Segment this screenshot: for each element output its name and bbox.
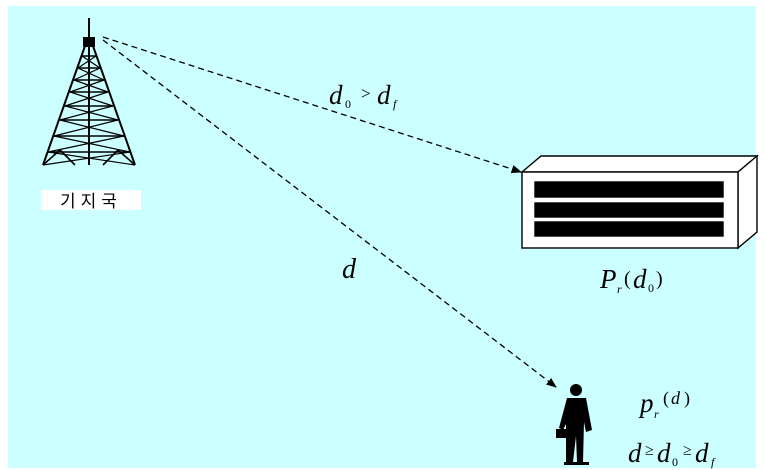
svg-text:≥: ≥ [683, 442, 692, 459]
svg-text:): ) [656, 268, 663, 290]
svg-text:f: f [711, 455, 716, 469]
svg-text:): ) [684, 388, 690, 409]
tower-label-box [41, 190, 141, 210]
svg-text:P: P [599, 264, 617, 294]
svg-text:(: ( [663, 388, 669, 409]
businessman-icon [556, 384, 592, 465]
svg-text:f: f [393, 97, 398, 111]
svg-text:d: d [671, 388, 681, 408]
link-to-person [102, 39, 557, 388]
svg-text:d: d [329, 80, 343, 110]
svg-text:d: d [633, 264, 647, 294]
svg-text:≥: ≥ [645, 442, 654, 459]
person-distance-label: d [342, 254, 357, 285]
svg-text:0: 0 [672, 455, 678, 469]
svg-text:0: 0 [648, 281, 654, 295]
svg-text:d: d [628, 438, 642, 468]
svg-text:d: d [377, 80, 391, 110]
link-to-building [102, 36, 522, 174]
transmission-tower-icon [42, 18, 136, 166]
svg-text:p: p [638, 388, 654, 418]
building-icon [520, 154, 759, 250]
building-power-label: P r ( d 0 ) [599, 264, 663, 296]
svg-text:r: r [617, 282, 622, 296]
svg-text:(: ( [624, 268, 631, 290]
svg-text:d: d [695, 438, 709, 468]
svg-text:>: > [361, 84, 371, 103]
svg-text:0: 0 [345, 97, 351, 111]
building-distance-label: d 0 > d f [329, 80, 398, 111]
svg-text:d: d [657, 438, 671, 468]
distance-inequality: d ≥ d 0 ≥ d f [628, 438, 716, 469]
tower-label: 기지국 [60, 192, 122, 212]
svg-text:r: r [654, 407, 659, 421]
person-power-label: p r ( d ) [638, 388, 690, 421]
